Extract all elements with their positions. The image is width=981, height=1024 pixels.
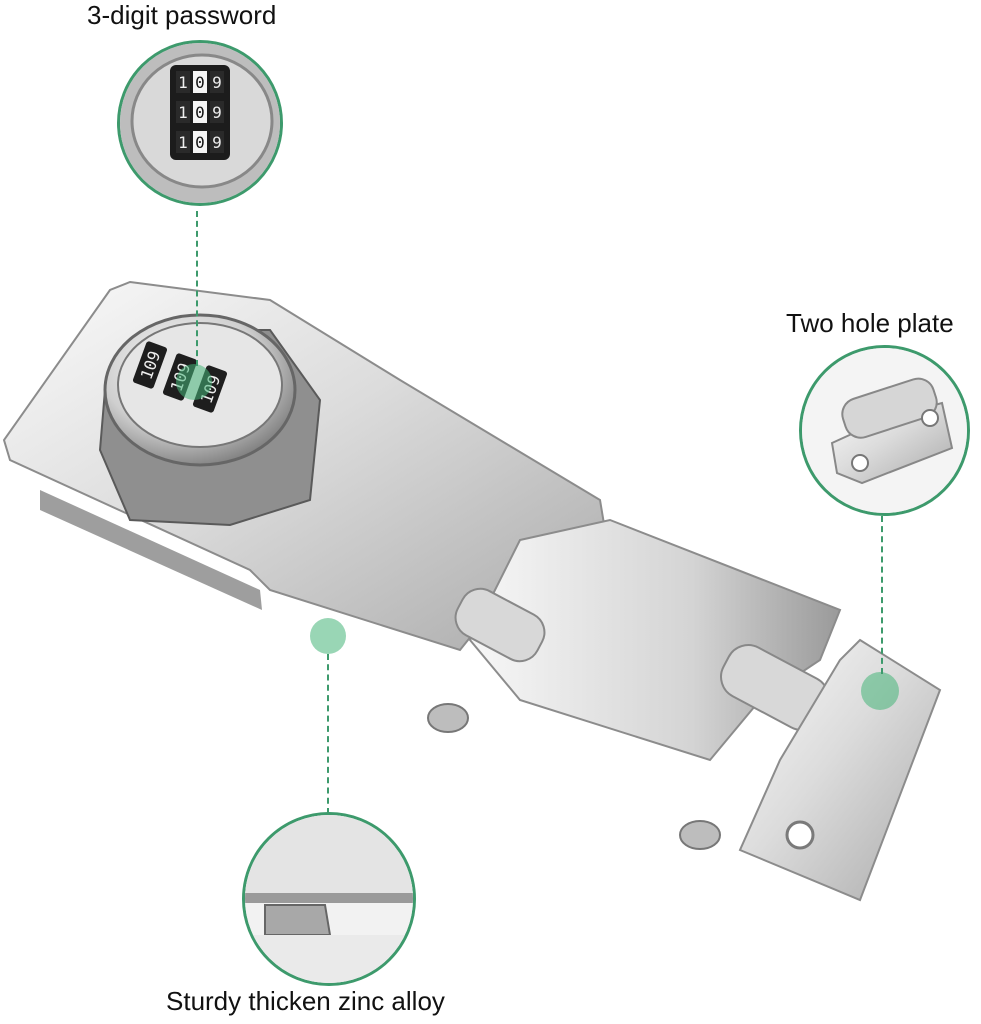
dial-digit-background bbox=[176, 71, 190, 93]
alloy-callout-label: Sturdy thicken zinc alloy bbox=[166, 986, 445, 1016]
plate-leader-line bbox=[881, 516, 883, 674]
plate-marker bbox=[861, 672, 899, 710]
alloy-marker bbox=[310, 618, 346, 654]
dial-digit-background bbox=[176, 131, 190, 153]
dial-digit: 1 bbox=[178, 73, 188, 92]
plate-callout-label: Two hole plate bbox=[786, 308, 954, 338]
hinge-plate-closeup-icon bbox=[802, 348, 967, 513]
dial-digit: 0 bbox=[195, 133, 205, 152]
dial-digit-background bbox=[193, 71, 207, 93]
dial-digit-background bbox=[210, 131, 224, 153]
dial-digit: 0 bbox=[195, 103, 205, 122]
dial-digit: 1 bbox=[178, 133, 188, 152]
alloy-zoom-circle bbox=[242, 812, 416, 986]
dial-digit-background bbox=[210, 71, 224, 93]
dial-digit: 9 bbox=[212, 103, 222, 122]
password-callout-label: 3-digit password bbox=[87, 0, 277, 30]
password-marker bbox=[176, 364, 212, 400]
dial-digit: 9 bbox=[212, 73, 222, 92]
plate-edge-closeup-icon bbox=[245, 815, 413, 983]
dial-digit: 0 bbox=[195, 73, 205, 92]
plate-zoom-circle bbox=[799, 345, 970, 516]
middle-hinge-plate bbox=[454, 518, 842, 762]
alloy-leader-line bbox=[327, 654, 329, 814]
dial-digit-background bbox=[193, 131, 207, 153]
dial-digit-background bbox=[193, 101, 207, 123]
dial-digit-background bbox=[176, 101, 190, 123]
dial-wheel-face bbox=[132, 341, 168, 389]
dial-digit: 1 bbox=[178, 103, 188, 122]
dial-digit: 9 bbox=[212, 133, 222, 152]
dial-digit-background bbox=[210, 101, 224, 123]
password-leader-line bbox=[196, 211, 198, 366]
